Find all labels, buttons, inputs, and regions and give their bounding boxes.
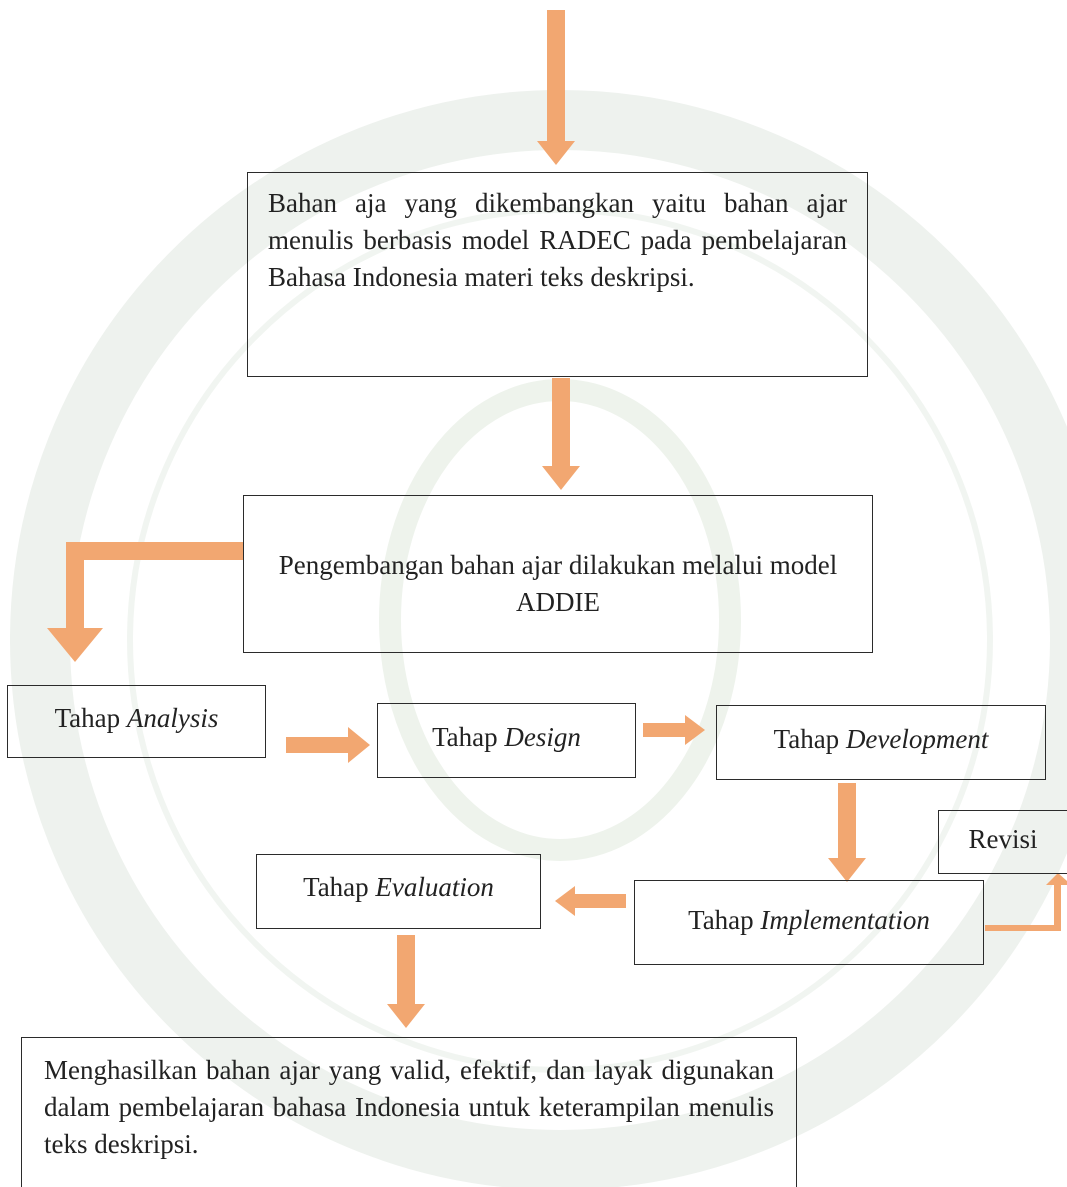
arrow-layer — [47, 10, 1067, 1028]
arrow-development-implementation — [828, 783, 866, 882]
analysis-prefix: Tahap — [54, 703, 127, 733]
implementation-prefix: Tahap — [688, 905, 761, 935]
revisi-box: Revisi — [938, 810, 1067, 874]
arrow-design-development — [643, 715, 705, 745]
development-term: Development — [845, 724, 989, 754]
design-prefix: Tahap — [432, 722, 505, 752]
implementation-box: Tahap Implementation — [634, 880, 984, 965]
analysis-box: Tahap Analysis — [7, 685, 266, 758]
output-text: Menghasilkan bahan ajar yang valid, efek… — [44, 1055, 774, 1159]
arrow-implementation-evaluation — [555, 886, 626, 916]
intro-box: Bahan aja yang dikembangkan yaitu bahan … — [247, 172, 868, 377]
arrow-top — [537, 10, 575, 165]
addie-text: Pengembangan bahan ajar dilakukan melalu… — [278, 550, 838, 617]
output-box: Menghasilkan bahan ajar yang valid, efek… — [21, 1037, 797, 1187]
design-box: Tahap Design — [377, 703, 636, 778]
arrow-intro-addie — [542, 378, 580, 490]
development-prefix: Tahap — [773, 724, 846, 754]
design-term: Design — [504, 722, 581, 752]
evaluation-term: Evaluation — [375, 872, 494, 902]
revisi-text: Revisi — [968, 824, 1038, 854]
evaluation-prefix: Tahap — [303, 872, 376, 902]
intro-text: Bahan aja yang dikembangkan yaitu bahan … — [268, 188, 847, 292]
analysis-term: Analysis — [126, 703, 219, 733]
evaluation-box: Tahap Evaluation — [256, 854, 541, 929]
arrow-analysis-design — [286, 727, 370, 763]
arrow-addie-analysis — [47, 542, 243, 662]
arrow-evaluation-output — [387, 935, 425, 1028]
development-box: Tahap Development — [716, 705, 1046, 780]
arrow-implementation-revisi — [985, 873, 1067, 931]
addie-box: Pengembangan bahan ajar dilakukan melalu… — [243, 495, 873, 653]
implementation-term: Implementation — [760, 905, 930, 935]
